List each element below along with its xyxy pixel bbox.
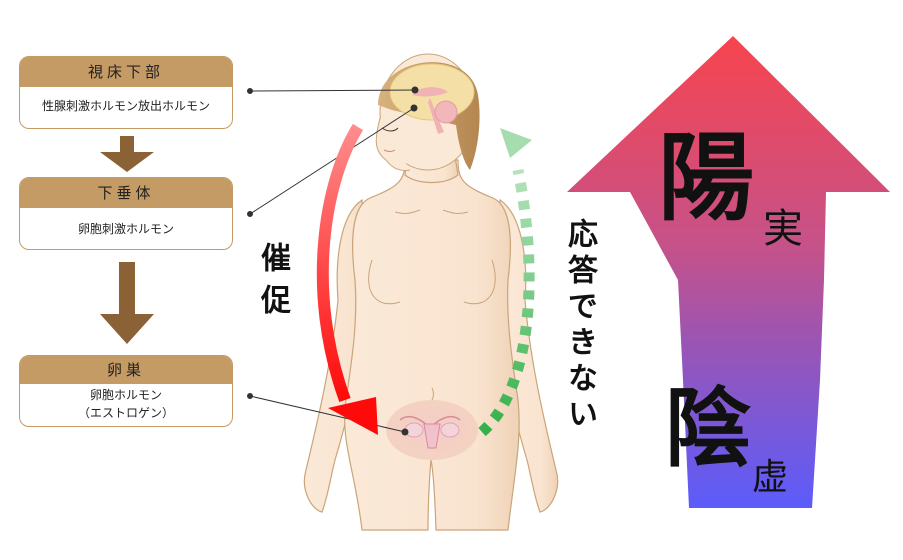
hypothalamus-title: 視床下部 xyxy=(20,57,232,87)
leader-lines xyxy=(247,86,419,436)
excess-kanji: 実 xyxy=(763,206,803,252)
response-arrow xyxy=(478,128,535,437)
ovary-hormone: 卵胞ホルモン xyxy=(89,388,162,402)
ovary-hormone-alias: （エストロゲン） xyxy=(77,406,174,420)
head xyxy=(375,53,480,171)
yang-kanji: 陽 xyxy=(658,121,754,234)
uterus-illustration xyxy=(386,400,478,460)
hypothalamus-hormone: 性腺刺激ホルモン放出ホルモン xyxy=(41,99,210,113)
ovary-box: 卵巣 卵胞ホルモン （エストロゲン） xyxy=(19,355,233,427)
yin-kanji: 陰 xyxy=(665,378,751,479)
no-response-label: 応答できない xyxy=(562,218,597,434)
pituitary-title: 下垂体 xyxy=(20,178,232,208)
body-contours xyxy=(368,209,496,401)
flow-down-arrow-2 xyxy=(100,262,154,344)
deficiency-kanji: 虚 xyxy=(752,457,789,498)
hypothalamus-box: 視床下部 性腺刺激ホルモン放出ホルモン xyxy=(19,56,233,129)
ovary-title: 卵巣 xyxy=(20,356,232,384)
stimulate-label: 催促 xyxy=(255,242,290,326)
pituitary-hormone: 卵胞刺激ホルモン xyxy=(77,222,174,236)
pituitary-box: 下垂体 卵胞刺激ホルモン xyxy=(19,177,233,250)
yin-yang-arrow-shape xyxy=(567,36,890,508)
flow-down-arrow-1 xyxy=(100,136,154,172)
stimulate-arrow xyxy=(316,123,378,435)
